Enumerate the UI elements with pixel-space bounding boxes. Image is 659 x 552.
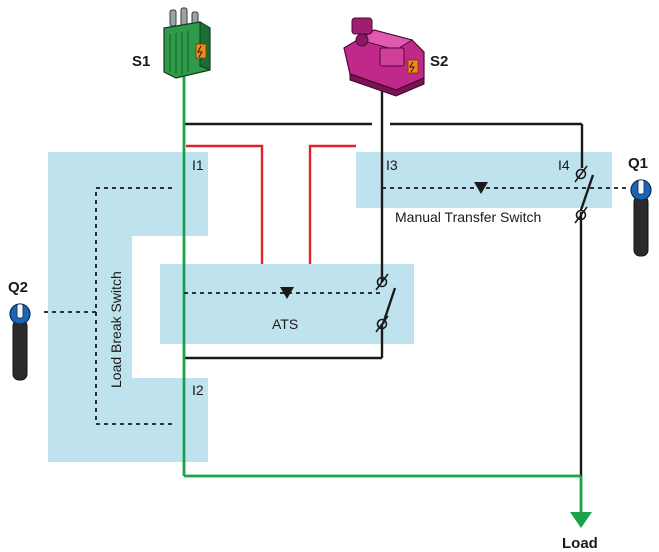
i2-label: I2 bbox=[192, 382, 204, 398]
ats-label: ATS bbox=[272, 316, 298, 332]
ats-contact-bottom bbox=[375, 315, 389, 333]
red-wires bbox=[186, 144, 356, 264]
generator-icon bbox=[343, 17, 425, 97]
ats-panel bbox=[160, 264, 414, 344]
ats-linkage-arrow bbox=[280, 287, 294, 299]
i3-label: I3 bbox=[386, 157, 398, 173]
manual-contact-bottom bbox=[574, 206, 588, 224]
contact-symbols bbox=[375, 165, 588, 333]
manual-transfer-label: Manual Transfer Switch bbox=[395, 209, 541, 225]
s1-label: S1 bbox=[132, 53, 150, 70]
panels bbox=[48, 152, 612, 462]
load-break-panel bbox=[48, 152, 208, 462]
i4-label: I4 bbox=[558, 157, 570, 173]
manual-transfer-panel bbox=[356, 152, 612, 208]
wiring bbox=[184, 86, 595, 476]
q2-label: Q2 bbox=[8, 279, 28, 296]
i1-label: I1 bbox=[192, 157, 204, 173]
transformer-icon bbox=[163, 7, 211, 79]
manual-contact-top bbox=[574, 165, 588, 183]
rotary-handle-icon bbox=[9, 303, 31, 381]
load-label: Load bbox=[562, 535, 598, 552]
green-load-path bbox=[182, 72, 583, 514]
s2-label: S2 bbox=[430, 53, 448, 70]
q1-label: Q1 bbox=[628, 155, 648, 172]
ats-contact-top bbox=[375, 273, 389, 291]
manual-linkage-arrow bbox=[474, 182, 488, 194]
rotary-handle-icon bbox=[630, 179, 652, 257]
load-break-label: Load Break Switch bbox=[108, 271, 124, 388]
mechanical-linkages bbox=[44, 187, 630, 425]
load-arrow bbox=[570, 512, 592, 528]
